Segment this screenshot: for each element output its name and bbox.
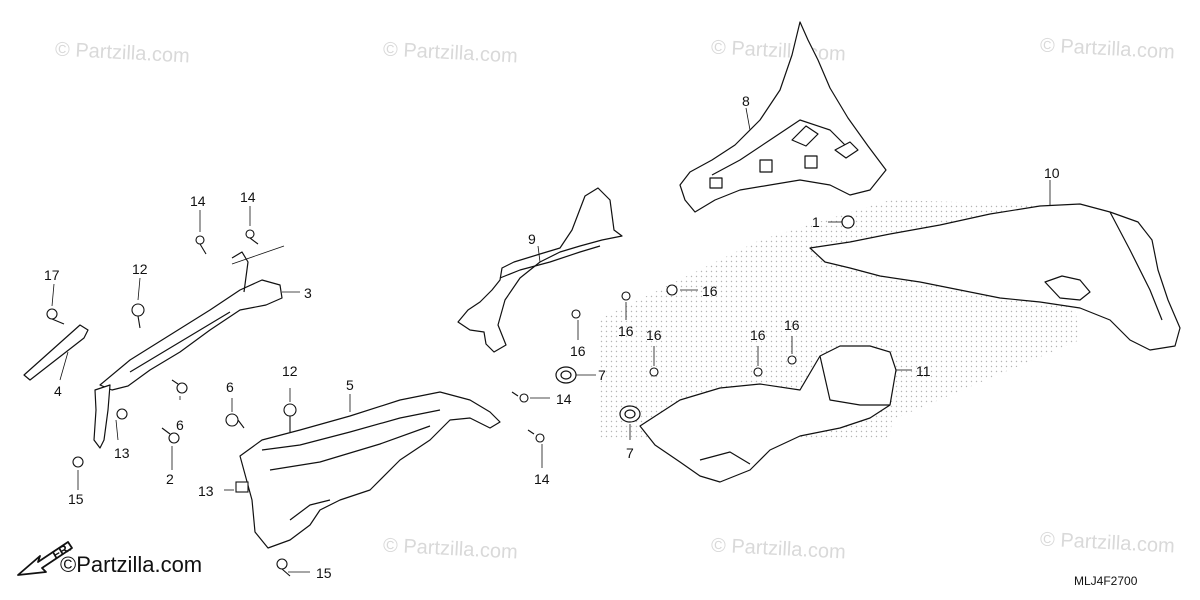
fastener-16-c bbox=[571, 309, 581, 319]
part-1-clip bbox=[841, 215, 855, 229]
callout-16-c: 16 bbox=[570, 343, 586, 359]
callout-7-upper: 7 bbox=[598, 367, 606, 383]
callout-9: 9 bbox=[528, 231, 536, 247]
front-direction-arrow-icon bbox=[17, 541, 73, 576]
part-10-side-cover bbox=[809, 203, 1181, 351]
callout-16-b: 16 bbox=[618, 323, 634, 339]
fastener-6-b bbox=[225, 413, 245, 429]
fastener-14-d bbox=[527, 429, 545, 443]
callout-16-e: 16 bbox=[750, 327, 766, 343]
callout-13-lower: 13 bbox=[198, 483, 214, 499]
callout-7-lower: 7 bbox=[626, 445, 634, 461]
callout-14-c: 14 bbox=[556, 391, 572, 407]
callout-16-f: 16 bbox=[784, 317, 800, 333]
part-4-strip bbox=[23, 324, 89, 381]
callout-11: 11 bbox=[916, 363, 931, 379]
callout-4: 4 bbox=[54, 383, 62, 399]
fastener-13-b bbox=[235, 481, 249, 493]
fastener-16-f bbox=[787, 355, 797, 365]
callout-12-upper: 12 bbox=[132, 261, 148, 277]
part-5-lower-cover bbox=[239, 391, 501, 549]
callout-15-left: 15 bbox=[68, 491, 84, 507]
fastener-16-a bbox=[666, 284, 678, 296]
fastener-17 bbox=[46, 308, 65, 325]
partzilla-logo-text: ©Partzilla.com bbox=[60, 552, 203, 577]
callout-2: 2 bbox=[166, 471, 174, 487]
callout-16-a: 16 bbox=[702, 283, 718, 299]
callout-14-a: 14 bbox=[190, 193, 206, 209]
callout-6-left: 6 bbox=[226, 379, 234, 395]
part-9-bracket-panel bbox=[457, 187, 623, 353]
callout-12-lower: 12 bbox=[282, 363, 298, 379]
fastener-16-b bbox=[621, 291, 631, 301]
callout-10: 10 bbox=[1044, 165, 1060, 181]
callout-16-d: 16 bbox=[646, 327, 662, 343]
fastener-15-b bbox=[276, 558, 291, 577]
fastener-12-b bbox=[283, 403, 297, 432]
fastener-2 bbox=[161, 427, 180, 444]
fastener-14-a bbox=[195, 235, 207, 255]
stay-bracket bbox=[93, 384, 111, 449]
fastener-15-a bbox=[72, 456, 84, 468]
callout-17: 17 bbox=[44, 267, 60, 283]
callout-6-right: 6 bbox=[176, 417, 184, 433]
callout-3: 3 bbox=[304, 285, 312, 301]
callout-14-d: 14 bbox=[534, 471, 550, 487]
callout-1: 1 bbox=[812, 214, 820, 230]
fastener-12-a bbox=[131, 303, 145, 329]
callout-15-right: 15 bbox=[316, 565, 332, 581]
callout-13-upper: 13 bbox=[114, 445, 130, 461]
fastener-14-b bbox=[245, 229, 259, 245]
diagram-code: MLJ4F2700 bbox=[1074, 574, 1138, 588]
fastener-16-e bbox=[753, 367, 763, 377]
fastener-14-c bbox=[511, 391, 529, 403]
callout-8: 8 bbox=[742, 93, 750, 109]
callout-5: 5 bbox=[346, 377, 354, 393]
callout-14-b: 14 bbox=[240, 189, 256, 205]
fastener-16-d bbox=[649, 367, 659, 377]
fastener-13-a bbox=[116, 408, 128, 420]
fastener-6-a bbox=[171, 379, 188, 394]
